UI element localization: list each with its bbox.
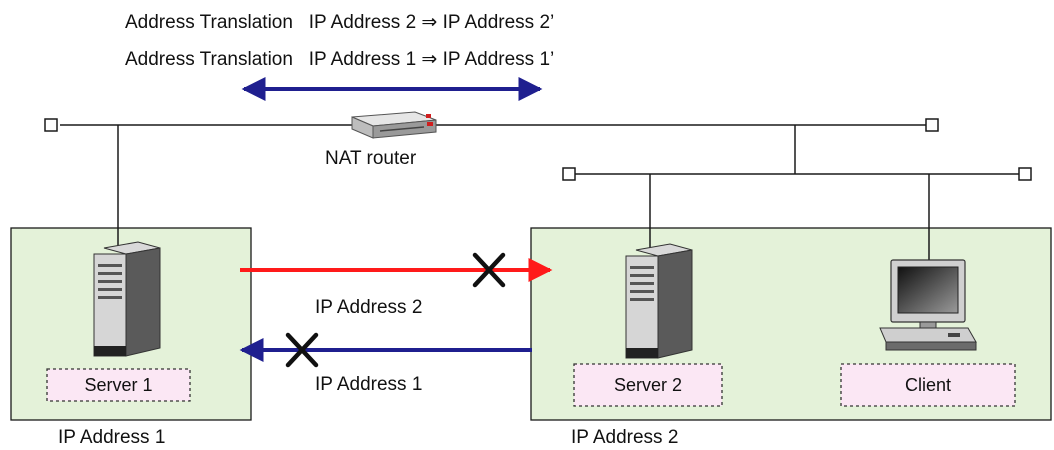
left-network-address-label: IP Address 1	[58, 427, 165, 448]
right-network-address-label: IP Address 2	[571, 427, 678, 448]
client-label-box	[840, 363, 1016, 407]
bus-terminator-left	[44, 118, 58, 132]
server2-label-box	[573, 363, 723, 407]
server2-label: Server 2	[614, 375, 682, 395]
blocked-x-icon-blue-arrow	[285, 332, 319, 368]
router-label: NAT router	[325, 148, 417, 169]
flow-label-ip-address-2: IP Address 2	[315, 297, 422, 318]
flow-label-ip-address-1: IP Address 1	[315, 374, 422, 395]
bus-terminator-right	[925, 118, 939, 132]
client-label: Client	[905, 375, 951, 395]
translation-label-ip2: Address Translation IP Address 2 ⇒ IP Ad…	[125, 12, 554, 33]
server2-tower-icon	[625, 243, 693, 359]
server1-tower-icon	[93, 241, 161, 357]
blocked-x-icon-red-arrow	[472, 252, 506, 288]
subnet-terminator-right	[1018, 167, 1032, 181]
server1-label-box	[46, 368, 191, 402]
router-icon	[351, 111, 437, 139]
client-computer-icon	[879, 259, 977, 351]
subnet-terminator-left	[562, 167, 576, 181]
translation-label-ip1: Address Translation IP Address 1 ⇒ IP Ad…	[125, 49, 554, 70]
server1-label: Server 1	[84, 375, 152, 395]
